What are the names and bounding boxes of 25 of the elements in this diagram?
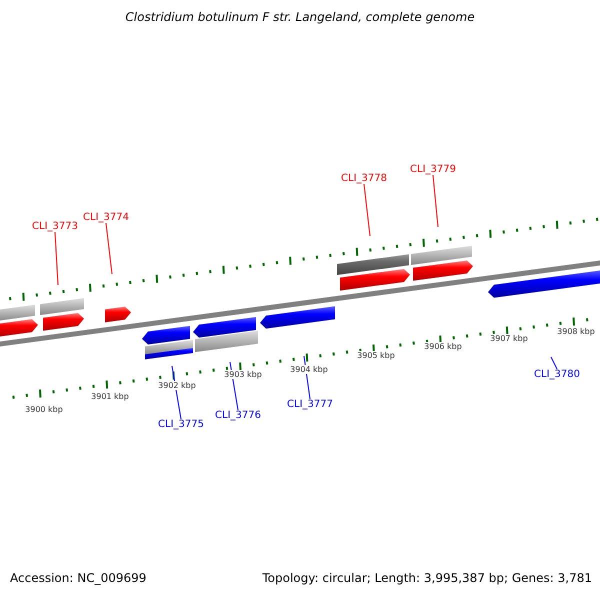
scale-label: 3903 kbp	[224, 370, 262, 379]
gene-label: CLI_3778	[341, 173, 387, 184]
gene-label: CLI_3775	[158, 419, 204, 430]
scale-label: 3905 kbp	[357, 351, 395, 360]
scale-label: 3902 kbp	[158, 381, 196, 390]
gene-label: CLI_3777	[287, 399, 333, 410]
leader-line	[432, 174, 438, 228]
leader-line	[106, 222, 112, 274]
scale-label: 3901 kbp	[91, 392, 129, 401]
gene-label: CLI_3779	[410, 164, 456, 175]
scale-label: 3908 kbp	[557, 327, 595, 336]
title: Clostridium botulinum F str. Langeland, complete genome	[124, 10, 476, 24]
gene-label: CLI_3773	[32, 221, 78, 232]
accession-text: Accession: NC_009699	[10, 574, 146, 583]
gene-label: CLI_3780	[534, 369, 580, 380]
scale-label: 3900 kbp	[25, 405, 63, 414]
scale-label: 3904 kbp	[290, 365, 328, 374]
scale-label: 3906 kbp	[424, 342, 462, 351]
leader-line	[550, 356, 558, 370]
gene-label: CLI_3774	[83, 212, 129, 223]
scale-label: 3907 kbp	[490, 334, 528, 343]
gene-label: CLI_3776	[215, 410, 261, 421]
genome-summary-text: Topology: circular; Length: 3,995,387 bp; Genes: 3,781	[262, 574, 592, 583]
leader-line	[364, 184, 370, 236]
leader-line	[54, 232, 58, 286]
